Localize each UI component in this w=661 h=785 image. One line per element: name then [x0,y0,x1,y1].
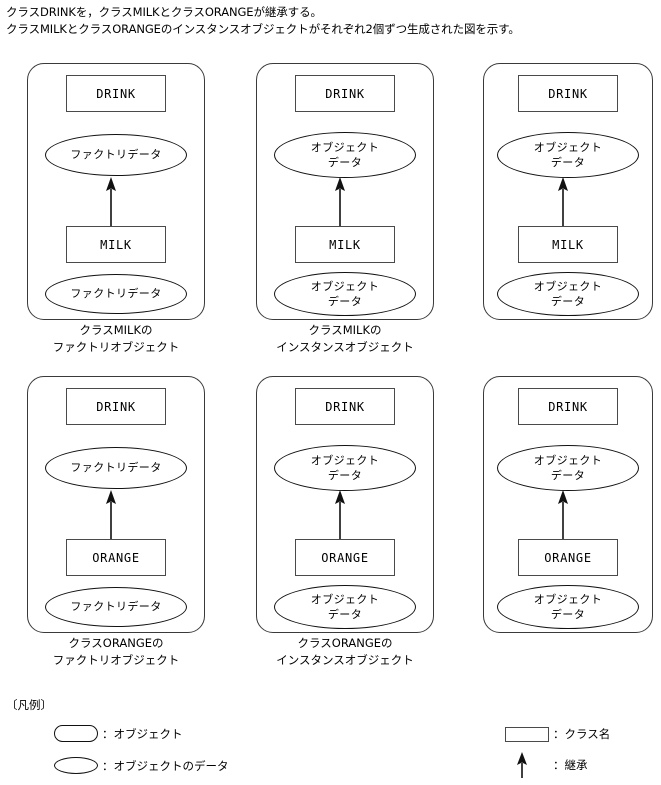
caption-milk-factory: クラスMILKの ファクトリオブジェクト [27,322,205,356]
class-box-drink-p1: DRINK [66,75,166,112]
class-box-drink-p3: DRINK [518,75,618,112]
legend-item-object-data: ：オブジェクトのデータ [54,757,229,774]
caption-orange-instance: クラスORANGEの インスタンスオブジェクト [245,635,445,669]
ellipse-label: オブジェクト データ [311,279,379,309]
ellipse-object-data-bottom-p2: オブジェクト データ [274,272,416,316]
ellipse-label-line-2: データ [327,295,363,308]
ellipse-label-line-1: オブジェクト [310,280,380,293]
class-label: DRINK [96,399,136,414]
class-box-orange-p6: ORANGE [518,539,618,576]
inheritance-arrow-p3 [556,176,570,227]
caption-orange-factory: クラスORANGEの ファクトリオブジェクト [27,635,205,669]
ellipse-label-line-2: データ [550,469,586,482]
ellipse-label: ファクトリデータ [70,148,162,161]
caption-line-2: ファクトリオブジェクト [52,653,180,667]
class-label: MILK [329,237,361,252]
ellipse-label: オブジェクト データ [534,453,602,483]
intro-line-2: クラスMILKとクラスORANGEのインスタンスオブジェクトがそれぞれ2個ずつ生… [6,22,520,36]
rounded-rect-icon [54,725,98,742]
legend-item-inheritance: ：継承 [505,752,588,778]
intro-line-1: クラスDRINKを，クラスMILKとクラスORANGEが継承する。 [6,5,322,19]
ellipse-factory-data-top-p1: ファクトリデータ [45,134,187,176]
class-box-drink-p6: DRINK [518,388,618,425]
ellipse-object-data-top-p6: オブジェクト データ [497,445,639,491]
class-label: DRINK [96,86,136,101]
caption-line-2: ファクトリオブジェクト [52,340,180,354]
class-label: DRINK [325,86,365,101]
class-box-milk-p2: MILK [295,226,395,263]
legend-label: ：クラス名 [553,727,611,741]
ellipse-label-line-1: オブジェクト [533,593,603,606]
caption-line-1: クラスORANGEの [68,636,164,650]
intro-description: クラスDRINKを，クラスMILKとクラスORANGEが継承する。 クラスMIL… [6,4,656,38]
ellipse-factory-data-bottom-p4: ファクトリデータ [45,587,187,627]
class-box-milk-p3: MILK [518,226,618,263]
class-box-milk-p1: MILK [66,226,166,263]
inheritance-arrow-p5 [333,489,347,540]
class-box-orange-p4: ORANGE [66,539,166,576]
ellipse-label-line-2: データ [327,156,363,169]
ellipse-object-data-top-p2: オブジェクト データ [274,132,416,178]
ellipse-label-line-1: オブジェクト [533,454,603,467]
caption-line-1: クラスORANGEの [297,636,393,650]
ellipse-label-line-2: データ [327,469,363,482]
class-box-drink-p2: DRINK [295,75,395,112]
class-box-drink-p4: DRINK [66,388,166,425]
ellipse-label-line-2: データ [327,608,363,621]
inheritance-arrow-p2 [333,176,347,227]
ellipse-label: ファクトリデータ [70,461,162,474]
inheritance-arrow-p1 [104,176,118,227]
ellipse-label-line-2: データ [550,295,586,308]
caption-line-2: インスタンスオブジェクト [276,340,414,354]
ellipse-object-data-bottom-p3: オブジェクト データ [497,272,639,316]
ellipse-label: ファクトリデータ [70,287,162,300]
legend-label: ：オブジェクト [102,726,183,741]
inheritance-arrow-p4 [104,489,118,540]
ellipse-label: ファクトリデータ [70,600,162,613]
class-box-drink-p5: DRINK [295,388,395,425]
caption-line-1: クラスMILKの [79,323,153,337]
ellipse-label: オブジェクト データ [311,592,379,622]
ellipse-label: オブジェクト データ [311,140,379,170]
caption-milk-instance: クラスMILKの インスタンスオブジェクト [245,322,445,356]
class-label: MILK [552,237,584,252]
legend-title: 〔凡例〕 [6,698,52,712]
class-label: ORANGE [321,550,369,565]
legend-item-object: ：オブジェクト [54,725,183,742]
ellipse-label: オブジェクト データ [534,279,602,309]
class-label: ORANGE [92,550,140,565]
ellipse-object-data-bottom-p6: オブジェクト データ [497,585,639,629]
caption-line-2: インスタンスオブジェクト [276,653,414,667]
legend-label: ：オブジェクトのデータ [102,758,229,773]
legend-label: ：継承 [553,758,588,772]
ellipse-label-line-2: データ [550,608,586,621]
caption-line-1: クラスMILKの [308,323,382,337]
ellipse-label-line-1: オブジェクト [310,454,380,467]
legend-item-class-name: ：クラス名 [505,726,610,742]
class-box-orange-p5: ORANGE [295,539,395,576]
ellipse-label: オブジェクト データ [534,140,602,170]
class-label: DRINK [325,399,365,414]
ellipse-label: オブジェクト データ [534,592,602,622]
ellipse-factory-data-top-p4: ファクトリデータ [45,447,187,489]
ellipse-label-line-1: オブジェクト [533,141,603,154]
ellipse-label-line-1: オブジェクト [533,280,603,293]
class-label: DRINK [548,399,588,414]
ellipse-object-data-top-p5: オブジェクト データ [274,445,416,491]
arrow-up-icon [505,752,549,778]
rectangle-icon [505,726,549,742]
ellipse-object-data-top-p3: オブジェクト データ [497,132,639,178]
ellipse-factory-data-bottom-p1: ファクトリデータ [45,274,187,314]
ellipse-label-line-2: データ [550,156,586,169]
inheritance-arrow-p6 [556,489,570,540]
class-label: MILK [100,237,132,252]
ellipse-label-line-1: オブジェクト [310,141,380,154]
ellipse-label-line-1: オブジェクト [310,593,380,606]
ellipse-icon [54,757,98,774]
ellipse-object-data-bottom-p5: オブジェクト データ [274,585,416,629]
ellipse-label: オブジェクト データ [311,453,379,483]
class-label: DRINK [548,86,588,101]
class-label: ORANGE [544,550,592,565]
